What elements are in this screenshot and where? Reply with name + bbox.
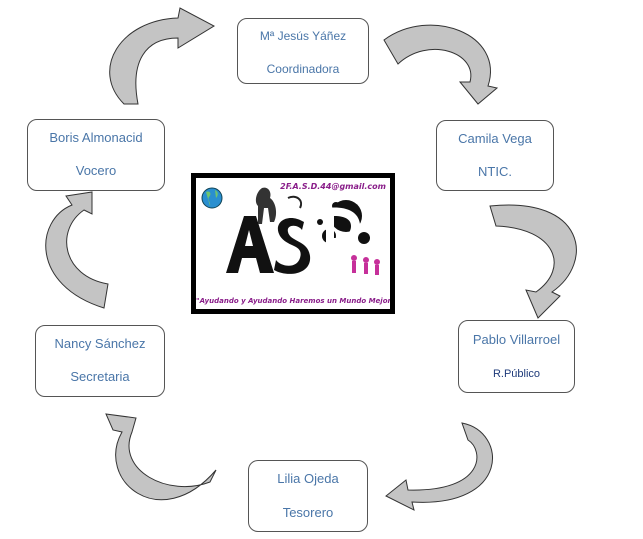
- children-silhouettes: [351, 255, 380, 275]
- role-name: Nancy Sánchez: [54, 336, 146, 351]
- role-title: Vocero: [75, 163, 117, 178]
- role-box-vocero: Boris Almonacid Vocero: [27, 119, 165, 191]
- letter-d: [326, 207, 361, 245]
- logo-email: 2F.A.S.D.44@gmail.com: [280, 182, 386, 191]
- globe-icon: [201, 187, 223, 209]
- role-name: Lilia Ojeda: [277, 471, 339, 486]
- role-box-ntic: Camila Vega NTIC.: [436, 120, 554, 191]
- arrow-lilia-to-nancy: [105, 413, 217, 501]
- role-name: Mª Jesús Yáñez: [259, 29, 347, 43]
- role-title: Coordinadora: [266, 62, 340, 76]
- logo-slogan: "Ayudando y Ayudando Haremos un Mundo Me…: [196, 297, 390, 305]
- asd-logo: 2F.A.S.D.44@gmail.com "Ayudando y Ayudan…: [191, 173, 395, 314]
- role-box-tesorero: Lilia Ojeda Tesorero: [248, 460, 368, 532]
- role-box-secretaria: Nancy Sánchez Secretaria: [35, 325, 165, 397]
- arrow-camila-to-pablo: [489, 204, 577, 319]
- role-name: Boris Almonacid: [49, 130, 143, 145]
- asd-logo-art: [201, 187, 380, 275]
- role-title: R.Público: [492, 368, 541, 380]
- letter-a: [226, 216, 274, 273]
- arrow-boris-to-coordinadora: [109, 7, 216, 105]
- role-name: Pablo Villarroel: [472, 332, 561, 347]
- role-title: Secretaria: [70, 369, 130, 384]
- role-box-rpublico: Pablo Villarroel R.Público: [458, 320, 575, 393]
- arrow-pablo-to-lilia: [385, 422, 493, 511]
- role-title: NTIC.: [478, 164, 512, 179]
- role-title: Tesorero: [282, 505, 334, 520]
- letter-s: [274, 217, 311, 274]
- role-name: Camila Vega: [458, 131, 532, 146]
- figure-silhouette: [255, 187, 277, 224]
- arrow-nancy-to-boris: [45, 191, 109, 309]
- arrow-coordinadora-to-camila: [383, 24, 499, 105]
- role-box-coordinadora: Mª Jesús Yáñez Coordinadora: [237, 18, 369, 84]
